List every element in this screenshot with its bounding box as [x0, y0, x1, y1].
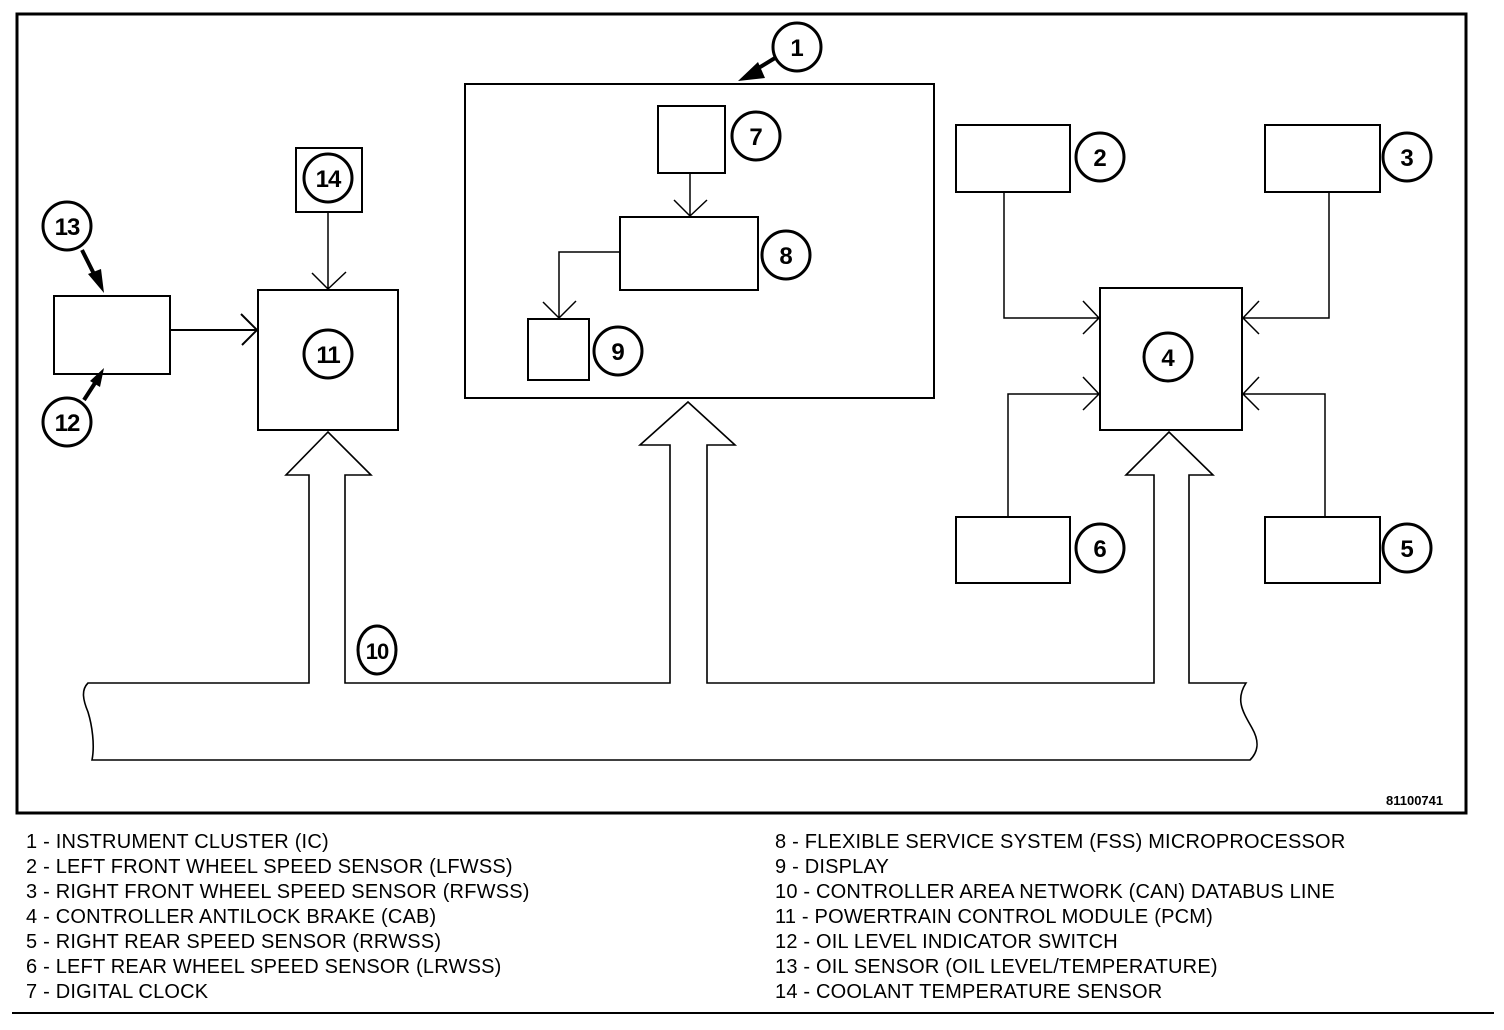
- fss-microprocessor-box: [619, 216, 759, 291]
- callout-7-circle: [730, 110, 782, 162]
- callout-9-circle: [592, 325, 644, 377]
- instrument-cluster-box: [464, 83, 935, 399]
- callout-3-label: 3: [1400, 145, 1413, 172]
- callout-8-label: 8: [779, 243, 792, 270]
- callout-3-circle: [1381, 131, 1433, 183]
- legend-item: 3 - RIGHT FRONT WHEEL SPEED SENSOR (RFWS…: [26, 881, 530, 903]
- legend-item: 14 - COOLANT TEMPERATURE SENSOR: [775, 981, 1163, 1003]
- callout-13-circle: [41, 200, 93, 252]
- legend-item: 1 - INSTRUMENT CLUSTER (IC): [26, 831, 329, 853]
- figure-id: 81100741: [1386, 793, 1444, 808]
- legend-item: 2 - LEFT FRONT WHEEL SPEED SENSOR (LFWSS…: [26, 856, 513, 878]
- can-databus-line: [82, 400, 1258, 761]
- coolant-sensor-box: [295, 147, 363, 213]
- callout-6-label: 6: [1093, 536, 1106, 563]
- callout-12-arrowhead: [90, 368, 104, 387]
- callout-1-arrowhead: [738, 62, 765, 81]
- legend-item: 11 - POWERTRAIN CONTROL MODULE (PCM): [775, 906, 1213, 928]
- callout-11-label: 11: [316, 342, 340, 369]
- callout-7-label: 7: [749, 124, 762, 151]
- legend-item: 12 - OIL LEVEL INDICATOR SWITCH: [775, 931, 1118, 953]
- lfwss-box: [955, 124, 1071, 193]
- callout-1-label: 1: [790, 35, 803, 62]
- callout-4-circle: [1142, 331, 1194, 383]
- clock-to-fss-arrow: [673, 173, 708, 218]
- callout-13-arrowhead: [88, 269, 104, 293]
- legend-right: 8 - FLEXIBLE SERVICE SYSTEM (FSS) MICROP…: [775, 830, 1345, 1005]
- callout-2-label: 2: [1093, 145, 1106, 172]
- callout-5-circle: [1381, 522, 1433, 574]
- callout-10-circle: [356, 624, 398, 676]
- legend-item: 4 - CONTROLLER ANTILOCK BRAKE (CAB): [26, 906, 437, 928]
- lrwss-box: [955, 516, 1071, 584]
- callout-12-leader: [82, 381, 97, 402]
- rrwss-to-cab-arrow: [1241, 376, 1326, 517]
- display-box: [527, 318, 590, 381]
- callout-1-circle: [771, 21, 823, 73]
- rfwss-to-cab-arrow: [1241, 192, 1330, 335]
- rfwss-box: [1264, 124, 1381, 193]
- legend-item: 8 - FLEXIBLE SERVICE SYSTEM (FSS) MICROP…: [775, 831, 1346, 853]
- callout-11-circle: [302, 328, 354, 380]
- figure-frame: [15, 12, 1468, 815]
- lrwss-to-cab-arrow: [1007, 376, 1101, 517]
- legend-item: 10 - CONTROLLER AREA NETWORK (CAN) DATAB…: [775, 881, 1335, 903]
- callout-14-circle: [302, 152, 354, 204]
- lfwss-to-cab-arrow: [1003, 192, 1101, 335]
- callout-9-label: 9: [611, 339, 624, 366]
- legend-bottom-rule: [12, 1012, 1494, 1014]
- legend-item: 13 - OIL SENSOR (OIL LEVEL/TEMPERATURE): [775, 956, 1218, 978]
- callout-13-label: 13: [55, 214, 80, 241]
- oil-sensor-to-pcm-arrow: [170, 313, 259, 346]
- rrwss-box: [1264, 516, 1381, 584]
- callout-5-label: 5: [1400, 536, 1413, 563]
- legend-item: 9 - DISPLAY: [775, 856, 890, 878]
- legend-left: 1 - INSTRUMENT CLUSTER (IC) 2 - LEFT FRO…: [26, 830, 530, 1005]
- callout-12-label: 12: [55, 410, 80, 437]
- callout-10-label: 10: [366, 639, 389, 664]
- cab-box: [1099, 287, 1243, 431]
- coolant-to-pcm-arrow: [311, 212, 347, 291]
- digital-clock-box: [657, 105, 726, 174]
- legend-item: 5 - RIGHT REAR SPEED SENSOR (RRWSS): [26, 931, 442, 953]
- callout-8-circle: [760, 229, 812, 281]
- callout-6-circle: [1074, 522, 1126, 574]
- oil-sensor-box: [53, 295, 171, 375]
- fss-to-display-arrow: [542, 251, 619, 320]
- callout-2-circle: [1074, 131, 1126, 183]
- callout-12-circle: [41, 396, 93, 448]
- callout-4-label: 4: [1161, 345, 1175, 372]
- callout-14-label: 14: [316, 166, 342, 193]
- legend-item: 7 - DIGITAL CLOCK: [26, 981, 209, 1003]
- legend-item: 6 - LEFT REAR WHEEL SPEED SENSOR (LRWSS): [26, 956, 502, 978]
